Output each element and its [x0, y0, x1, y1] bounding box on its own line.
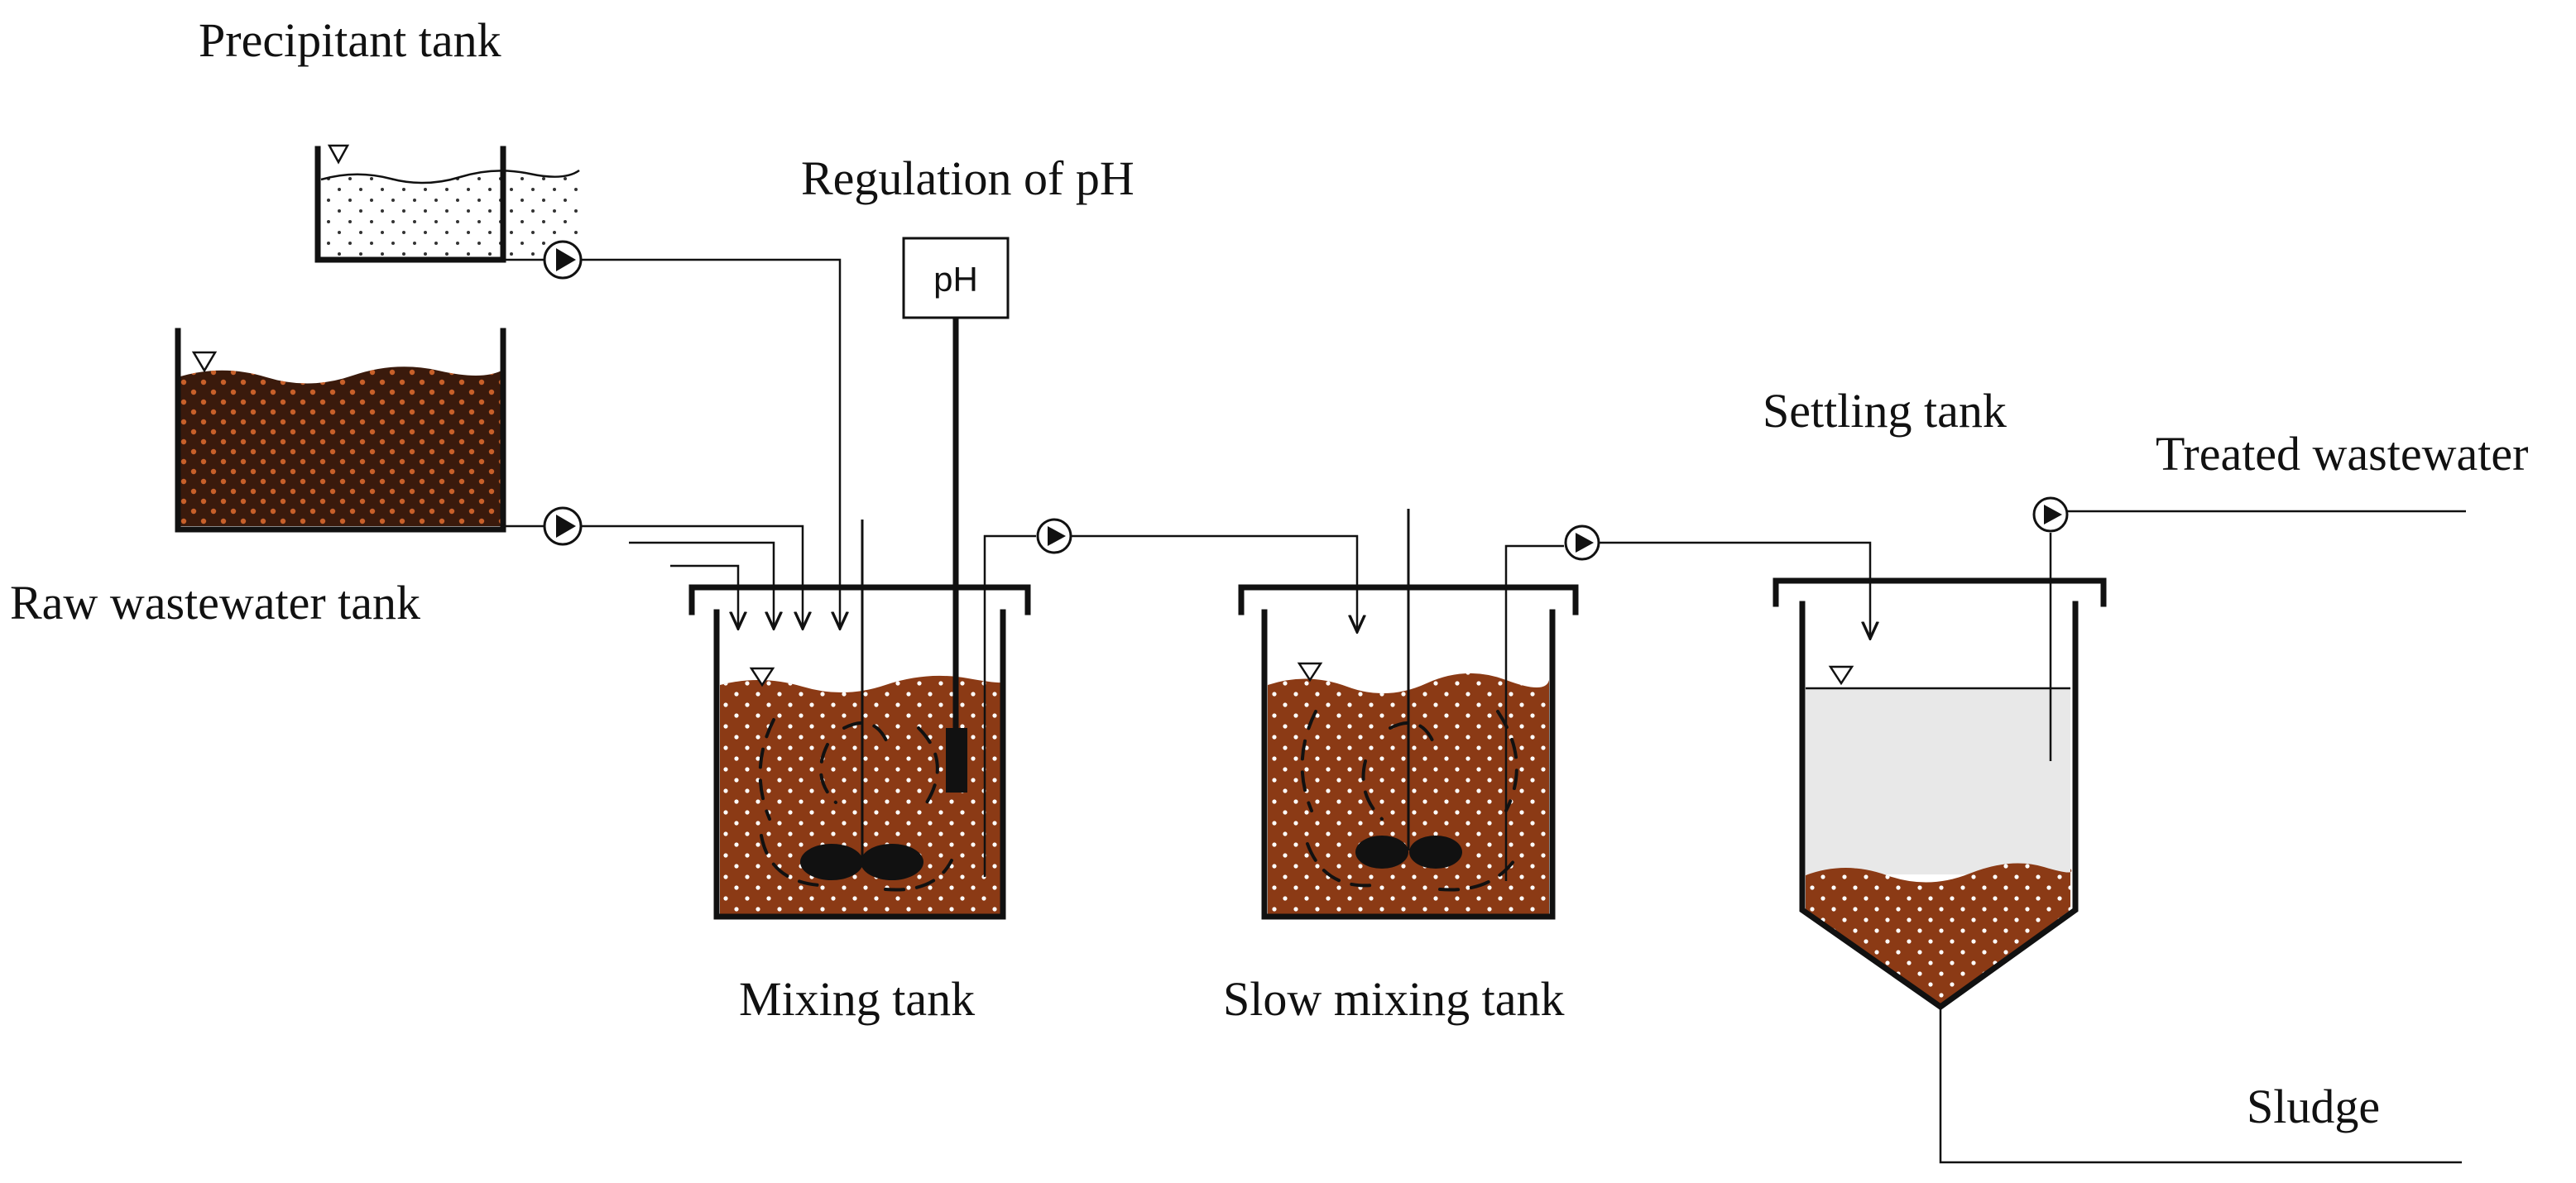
- mixing-swirl: [842, 721, 891, 750]
- mixing-swirl: [1496, 710, 1518, 812]
- mixing-swirl: [1438, 859, 1516, 892]
- mixing-swirl: [1300, 710, 1317, 812]
- raw-wastewater-tank: [175, 328, 506, 533]
- mixing-tank-label: Mixing tank: [739, 972, 975, 1026]
- water-level-icon: [1828, 665, 1854, 686]
- slow-mixing-tank: [1238, 509, 1579, 920]
- ph-meter-label: pH: [933, 260, 978, 299]
- raw-wastewater-tank-label: Raw wastewater tank: [10, 576, 420, 630]
- raw-wastewater-feed-line: [503, 506, 803, 627]
- impeller-blade: [1355, 836, 1408, 869]
- mixing-swirl: [1306, 842, 1375, 888]
- pump-arrow-icon: [556, 515, 576, 538]
- regulation-of-ph-label: Regulation of pH: [801, 151, 1134, 205]
- water-level-icon: [327, 144, 350, 165]
- clarified-water: [1806, 688, 2070, 874]
- ph-meter: pH: [902, 237, 1010, 793]
- mixing-tank: [688, 520, 1031, 920]
- precipitant-feed-line: [503, 240, 840, 627]
- impeller-blade: [1409, 836, 1462, 869]
- mixing-swirl: [1361, 759, 1384, 821]
- slow-mixing-tank-label: Slow mixing tank: [1223, 972, 1564, 1026]
- impeller-blade: [861, 844, 923, 880]
- treated-wastewater-line: [2032, 496, 2466, 761]
- impeller-blade: [800, 844, 863, 880]
- mixing-swirl: [758, 718, 775, 821]
- transfer-line-2: [1504, 524, 1870, 881]
- settling-tank: [1772, 577, 2462, 1164]
- mixing-swirl: [1389, 721, 1437, 750]
- transfer-line-1: [983, 518, 1357, 877]
- mixing-swirl: [884, 859, 953, 892]
- precipitant-tank: [314, 144, 580, 263]
- ph-probe: [946, 728, 967, 793]
- mixing-swirl: [760, 834, 821, 887]
- water-level-icon: [1297, 662, 1323, 682]
- water-level-icon: [749, 667, 775, 687]
- pump-arrow-icon: [2044, 505, 2062, 524]
- water-level-icon: [191, 351, 218, 373]
- mixing-swirl: [819, 743, 837, 804]
- sludge-label: Sludge: [2247, 1080, 2380, 1133]
- pump-arrow-icon: [556, 248, 576, 271]
- mixing-swirl: [917, 726, 939, 804]
- treated-wastewater-label: Treated wastewater: [2156, 427, 2528, 481]
- settling-tank-label: Settling tank: [1763, 384, 2007, 438]
- sludge-outlet-line: [1939, 1007, 2462, 1164]
- pump-arrow-icon: [1048, 526, 1066, 546]
- ph-meter-box: [902, 237, 1010, 319]
- pump-arrow-icon: [1576, 533, 1594, 553]
- precipitant-tank-label: Precipitant tank: [199, 13, 501, 67]
